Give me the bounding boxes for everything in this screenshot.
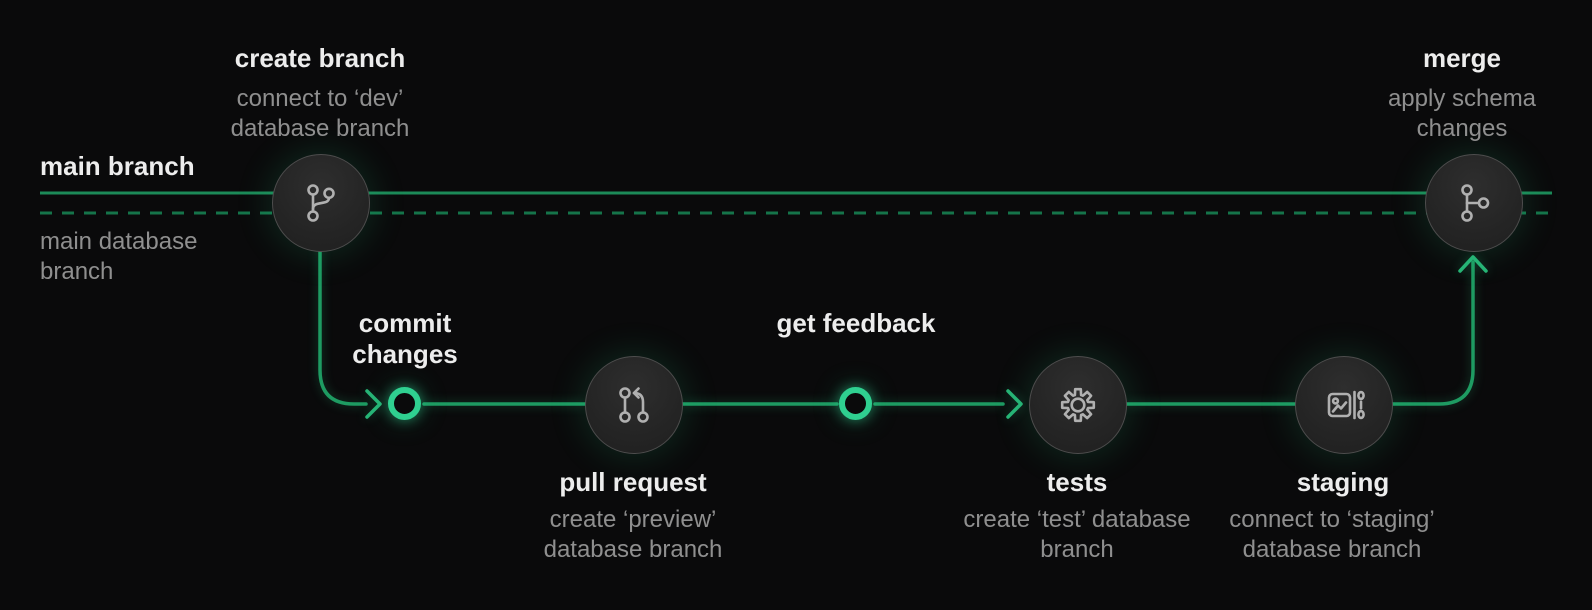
tests-subtitle: create ‘test’ database branch: [963, 506, 1191, 563]
workflow-lane: [318, 200, 1475, 406]
arrowhead-right-tests: [1006, 389, 1023, 419]
git-merge-icon: [1461, 184, 1490, 222]
main-database-branch-label: main database branch: [40, 228, 198, 285]
staging-subtitle: connect to ‘staging’ database branch: [1229, 506, 1435, 563]
staging-title: staging: [1296, 467, 1390, 497]
merge-title: merge: [1422, 43, 1502, 73]
branch-down-line: [318, 200, 368, 406]
create-branch-subtitle: connect to ‘dev’ database branch: [230, 85, 410, 142]
git-branch-icon: [307, 184, 335, 222]
commit-ring: [388, 387, 421, 420]
node-tests: [1029, 356, 1127, 454]
node-staging: [1295, 356, 1393, 454]
node-merge: [1425, 154, 1523, 252]
pull-request-title: pull request: [559, 467, 707, 497]
feedback-ring: [839, 387, 872, 420]
node-create-branch: [272, 154, 370, 252]
create-branch-title: create branch: [234, 43, 406, 73]
main-branch-label: main branch: [40, 151, 195, 181]
pull-request-subtitle: create ‘preview’ database branch: [543, 506, 723, 563]
tests-title: tests: [1046, 467, 1108, 497]
arrowhead-up-merge: [1458, 255, 1488, 273]
git-pull-request-icon: [619, 387, 649, 423]
data-staging-icon: [1327, 390, 1365, 420]
merge-riser-line: [1389, 260, 1475, 406]
get-feedback-label: get feedback: [776, 308, 936, 338]
node-pull-request: [585, 356, 683, 454]
gear-icon: [1060, 387, 1096, 423]
merge-subtitle: apply schema changes: [1387, 85, 1537, 142]
arrowhead-right-commit: [365, 389, 382, 419]
commit-changes-label: commit changes: [352, 308, 458, 369]
